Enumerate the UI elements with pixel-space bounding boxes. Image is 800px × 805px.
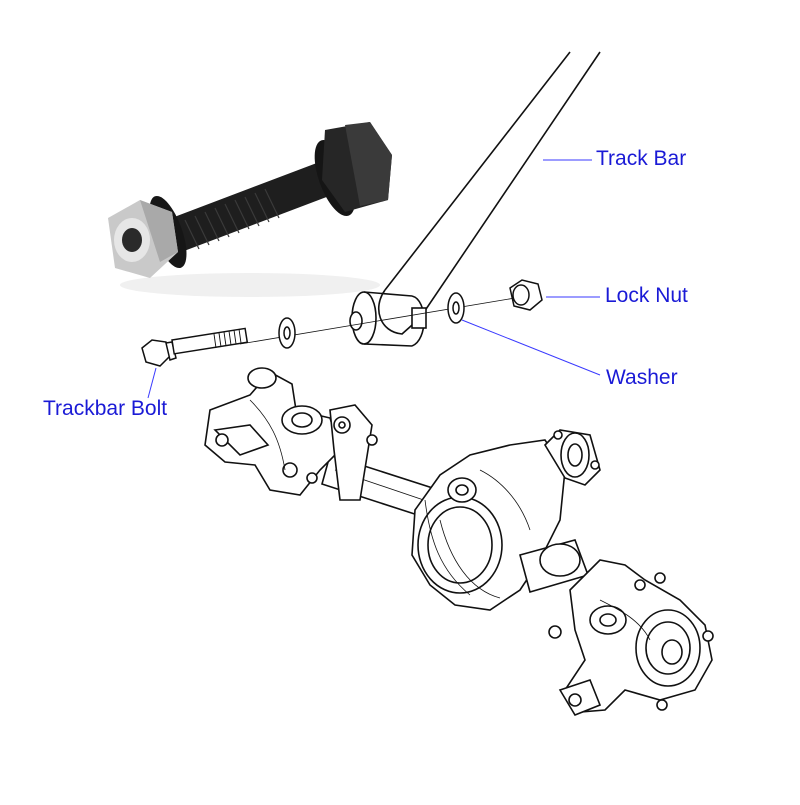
track-bar-drawing	[349, 51, 601, 347]
leader-lines	[147, 159, 601, 399]
hardware-parts	[141, 279, 543, 367]
lock-nut-label: Lock Nut	[605, 284, 688, 307]
trackbar-bolt-leader	[147, 367, 157, 399]
bolt-product-photo	[108, 122, 392, 297]
track-bar-label: Track Bar	[596, 147, 687, 170]
trackbar-bolt-label: Trackbar Bolt	[43, 397, 168, 420]
washer-leader	[461, 319, 601, 376]
front-axle-drawing	[204, 367, 714, 716]
washer-label: Washer	[606, 366, 678, 389]
